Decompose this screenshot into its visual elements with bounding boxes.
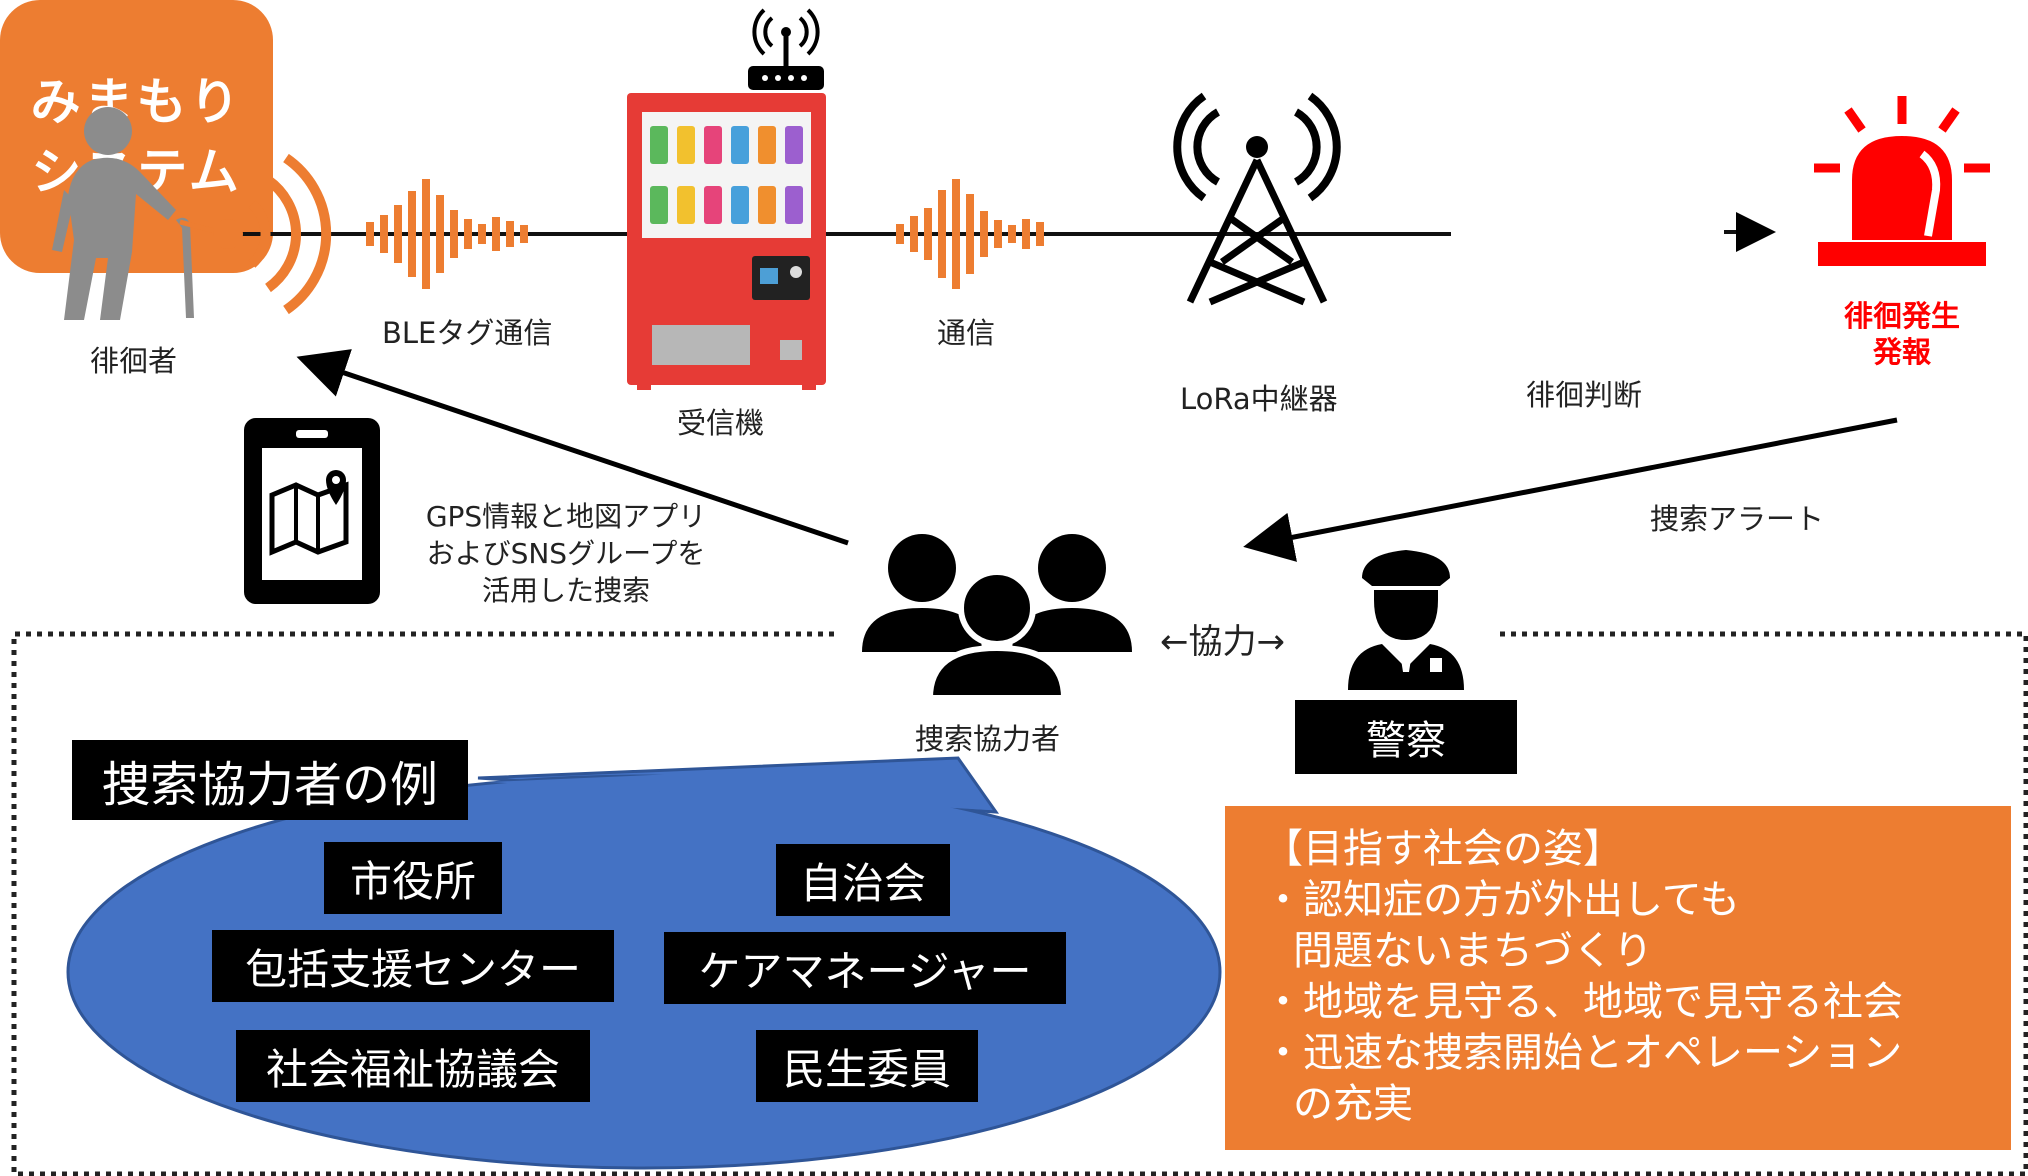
example-item: ケアマネージャー bbox=[664, 932, 1066, 1004]
drink-can bbox=[677, 186, 695, 224]
sound-wave-icon bbox=[366, 179, 528, 289]
drink-can bbox=[704, 126, 722, 164]
examples-title: 捜索協力者の例 bbox=[72, 740, 468, 820]
vision-bullet-1-cont: 問題ないまちづくり bbox=[1293, 928, 1653, 974]
alarm-label: 徘徊発生 発報 bbox=[1836, 298, 1968, 370]
system-label-line1: みまもり bbox=[30, 72, 243, 131]
tablet-map-icon bbox=[244, 418, 380, 604]
wave-bar bbox=[380, 215, 388, 253]
wave-bar bbox=[1008, 225, 1016, 243]
wave-bar bbox=[506, 221, 514, 247]
ble-label: BLEタグ通信 bbox=[382, 316, 553, 350]
comm-label: 通信 bbox=[937, 316, 996, 350]
vision-bullet-1: ・認知症の方が外出しても bbox=[1263, 877, 1740, 923]
wave-bar bbox=[520, 225, 528, 243]
gps-line2: およびSNSグループを bbox=[426, 537, 706, 570]
vision-box: 【目指す社会の姿】 ・認知症の方が外出しても 問題ないまちづくり ・地域を見守る… bbox=[1225, 806, 2011, 1150]
example-item: 自治会 bbox=[776, 844, 950, 916]
search-arrow bbox=[296, 349, 849, 546]
wave-bar bbox=[450, 210, 458, 258]
wave-bar bbox=[464, 219, 472, 249]
gps-search-text: GPS情報と地図アプリ およびSNSグループを 活用した捜索 bbox=[400, 498, 732, 609]
sound-wave-icon bbox=[896, 179, 1044, 289]
mimamori-system-box: みまもり システム bbox=[0, 0, 273, 273]
example-item: 民生委員 bbox=[756, 1030, 978, 1102]
drink-can bbox=[758, 186, 776, 224]
police-officer-icon bbox=[1348, 550, 1464, 690]
vending-machine-icon bbox=[627, 93, 826, 390]
drink-can bbox=[704, 186, 722, 224]
vision-bullet-3: ・迅速な捜索開始とオペレーション bbox=[1263, 1030, 1903, 1076]
judgement-label: 徘徊判断 bbox=[1526, 378, 1643, 412]
router-icon bbox=[748, 8, 824, 90]
wave-bar bbox=[1036, 222, 1044, 246]
radio-tower-icon bbox=[1173, 92, 1341, 306]
example-item: 包括支援センター bbox=[212, 930, 614, 1002]
alarm-light-icon bbox=[1814, 96, 1990, 266]
drink-can bbox=[650, 186, 668, 224]
wave-bar bbox=[422, 179, 430, 289]
wave-bar bbox=[408, 191, 416, 277]
helpers-label: 捜索協力者 bbox=[915, 722, 1061, 756]
wave-bar bbox=[394, 205, 402, 263]
wave-bar bbox=[896, 224, 904, 244]
alarm-label-line1: 徘徊発生 bbox=[1843, 299, 1960, 333]
cooperation-label: ←協力→ bbox=[1160, 622, 1285, 662]
example-item: 市役所 bbox=[324, 842, 502, 914]
lora-label: LoRa中継器 bbox=[1180, 382, 1338, 416]
alert-arrow bbox=[1243, 417, 1898, 562]
drink-can bbox=[731, 186, 749, 224]
elderly-person-icon bbox=[52, 107, 194, 320]
drink-can bbox=[731, 126, 749, 164]
example-item: 社会福祉協議会 bbox=[236, 1030, 590, 1102]
drink-can bbox=[650, 126, 668, 164]
vision-bullet-3-cont: の充実 bbox=[1293, 1081, 1413, 1127]
vision-bullet-2: ・地域を見守る、地域で見守る社会 bbox=[1263, 979, 1903, 1025]
wanderer-label: 徘徊者 bbox=[90, 344, 178, 378]
ble-signal-icon bbox=[248, 153, 332, 315]
wave-bar bbox=[952, 179, 960, 289]
drink-can bbox=[758, 126, 776, 164]
wave-bar bbox=[910, 216, 918, 252]
drink-can bbox=[677, 126, 695, 164]
wave-bar bbox=[994, 220, 1002, 248]
alarm-label-line2: 発報 bbox=[1872, 335, 1931, 369]
wave-bar bbox=[938, 190, 946, 278]
dotted-border bbox=[11, 631, 2028, 1176]
wave-bar bbox=[492, 217, 500, 251]
gps-line1: GPS情報と地図アプリ bbox=[425, 500, 707, 533]
wave-bar bbox=[478, 224, 486, 244]
wave-bar bbox=[966, 194, 974, 274]
alert-label: 捜索アラート bbox=[1650, 502, 1825, 536]
cane-tag bbox=[179, 219, 243, 249]
wave-bar bbox=[1022, 219, 1030, 249]
police-label: 警察 bbox=[1295, 700, 1517, 774]
wave-bar bbox=[436, 195, 444, 273]
drink-can bbox=[785, 186, 803, 224]
wave-bar bbox=[366, 222, 374, 246]
vision-title: 【目指す社会の姿】 bbox=[1263, 826, 1623, 872]
wave-bar bbox=[924, 208, 932, 260]
wave-bar bbox=[980, 211, 988, 257]
drink-can bbox=[785, 126, 803, 164]
receiver-label: 受信機 bbox=[677, 406, 765, 440]
gps-line3: 活用した捜索 bbox=[481, 574, 650, 607]
group-icon bbox=[862, 534, 1132, 701]
